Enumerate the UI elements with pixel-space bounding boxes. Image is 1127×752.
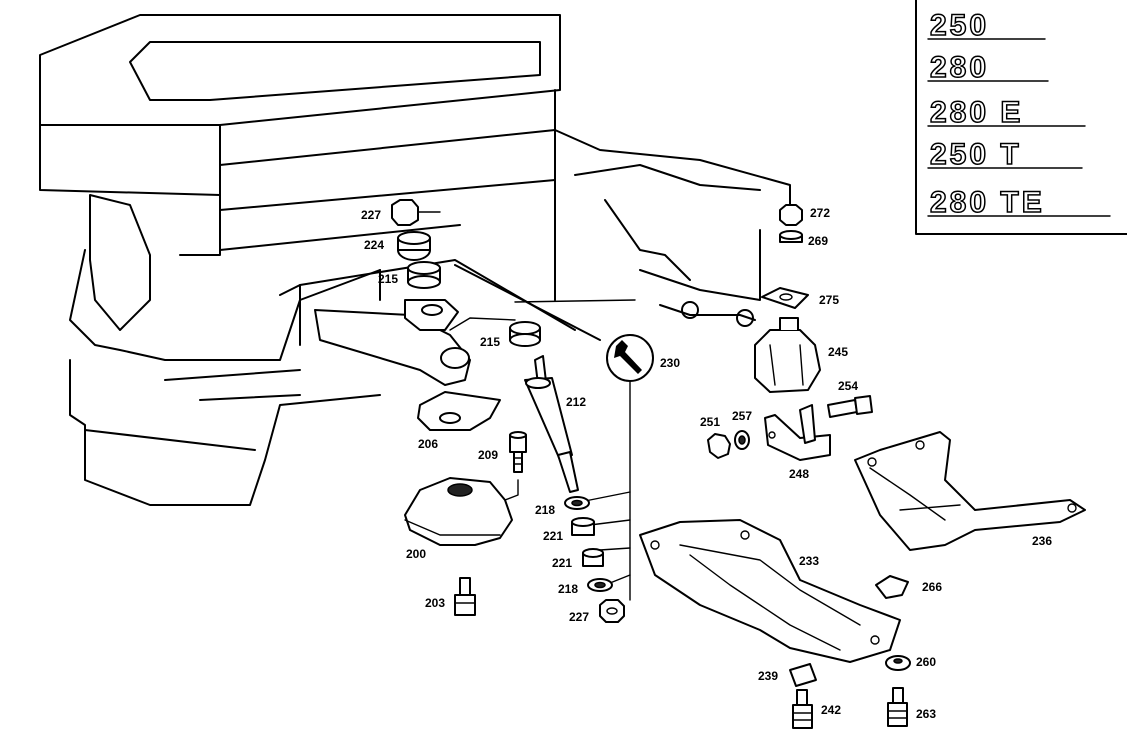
part-label-257: 257 — [732, 409, 752, 423]
part-label-227-bottom: 227 — [569, 610, 589, 624]
clip-266 — [875, 575, 909, 599]
part-label-212: 212 — [566, 395, 586, 409]
nut-227-top — [391, 199, 441, 226]
rubber-washer-215-right — [509, 321, 541, 347]
washer-218-top — [564, 496, 590, 510]
nut-251 — [707, 433, 731, 459]
part-label-206: 206 — [418, 437, 438, 451]
bolt-242 — [792, 689, 813, 729]
washer-257 — [734, 430, 750, 450]
part-label-266: 266 — [922, 580, 942, 594]
model-badge-250t: 250 T — [930, 138, 1022, 171]
nut-227-bottom — [599, 599, 625, 623]
part-label-227-top: 227 — [361, 208, 381, 222]
part-label-221-top: 221 — [543, 529, 563, 543]
nut-272 — [779, 204, 803, 226]
rubber-disc-260 — [885, 655, 911, 671]
model-badge-280: 280 — [930, 51, 989, 84]
bracket-206 — [417, 391, 501, 431]
part-label-203: 203 — [425, 596, 445, 610]
bolt-254 — [827, 395, 873, 418]
rubber-bushing-221-top — [571, 517, 595, 536]
part-label-263: 263 — [916, 707, 936, 721]
part-label-236: 236 — [1032, 534, 1052, 548]
shock-absorber-212 — [524, 355, 579, 493]
part-number-callouts: 227 224 215 215 206 209 212 230 200 203 … — [361, 206, 1052, 721]
part-label-275: 275 — [819, 293, 839, 307]
part-label-224: 224 — [364, 238, 384, 252]
plate-275 — [761, 287, 809, 309]
part-label-230: 230 — [660, 356, 680, 370]
part-label-215-top: 215 — [378, 272, 398, 286]
bolt-203 — [454, 577, 476, 616]
part-label-239: 239 — [758, 669, 778, 683]
part-label-269: 269 — [808, 234, 828, 248]
rubber-washer-215-top — [407, 261, 441, 289]
washer-239 — [789, 663, 817, 687]
engine-mount-200 — [404, 477, 513, 546]
part-label-260: 260 — [916, 655, 936, 669]
bracket-248 — [764, 404, 831, 461]
washer-218-bottom — [587, 578, 613, 592]
crossmember-236 — [854, 431, 1086, 551]
part-label-221-bottom: 221 — [552, 556, 572, 570]
model-badge-panel: 250 280 280 E 250 T 280 TE — [915, 0, 1127, 235]
part-label-242: 242 — [821, 703, 841, 717]
washer-269 — [779, 230, 803, 243]
part-label-209: 209 — [478, 448, 498, 462]
bolt-263 — [887, 687, 908, 727]
transmission-mount-245 — [754, 317, 821, 393]
rubber-buffer-224 — [397, 231, 431, 261]
part-label-254: 254 — [838, 379, 858, 393]
rubber-bushing-221-bottom — [582, 548, 604, 567]
part-label-200: 200 — [406, 547, 426, 561]
part-label-248: 248 — [789, 467, 809, 481]
part-label-251: 251 — [700, 415, 720, 429]
part-label-215-right: 215 — [480, 335, 500, 349]
part-label-218-top: 218 — [535, 503, 555, 517]
part-label-218-bottom: 218 — [558, 582, 578, 596]
crossmember-233 — [639, 519, 901, 663]
wrench-icon — [574, 334, 654, 601]
bolt-209 — [504, 431, 527, 501]
part-label-233: 233 — [799, 554, 819, 568]
engine-block — [39, 14, 791, 506]
model-badge-250: 250 — [930, 9, 989, 42]
part-label-272: 272 — [810, 206, 830, 220]
engine-support-arm — [314, 299, 636, 386]
model-badge-280e: 280 E — [930, 96, 1023, 129]
part-label-245: 245 — [828, 345, 848, 359]
model-badge-280te: 280 TE — [930, 186, 1045, 219]
